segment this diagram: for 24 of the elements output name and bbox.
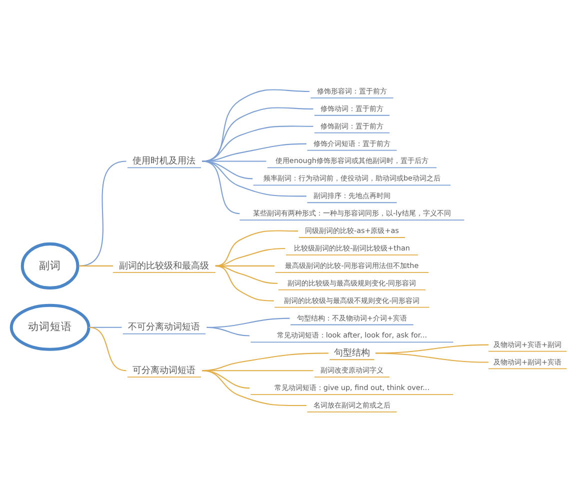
node-text: 句型结构 bbox=[334, 348, 370, 359]
connector bbox=[215, 230, 298, 266]
connector bbox=[202, 160, 240, 214]
connector bbox=[202, 143, 306, 162]
connector bbox=[78, 160, 126, 266]
connector bbox=[202, 160, 266, 162]
node-text: 可分离动词短语 bbox=[132, 366, 196, 376]
connector bbox=[206, 326, 250, 336]
node-text: 不可分离动词短语 bbox=[128, 322, 200, 333]
connector bbox=[202, 370, 306, 406]
node-text: 副词的比较级和最高级 bbox=[119, 261, 210, 272]
connector bbox=[78, 265, 114, 266]
connector bbox=[375, 352, 488, 363]
node-text: 使用时机及用法 bbox=[132, 156, 196, 167]
connector bbox=[215, 265, 274, 302]
connector bbox=[88, 326, 126, 372]
connector bbox=[202, 160, 306, 197]
node-ellipse: 动词短语 bbox=[10, 304, 90, 351]
connector bbox=[202, 370, 250, 389]
connector bbox=[202, 89, 310, 162]
connector bbox=[215, 248, 286, 266]
connector bbox=[202, 107, 314, 162]
node-ellipse: 副词 bbox=[20, 242, 80, 290]
connector bbox=[202, 126, 314, 162]
